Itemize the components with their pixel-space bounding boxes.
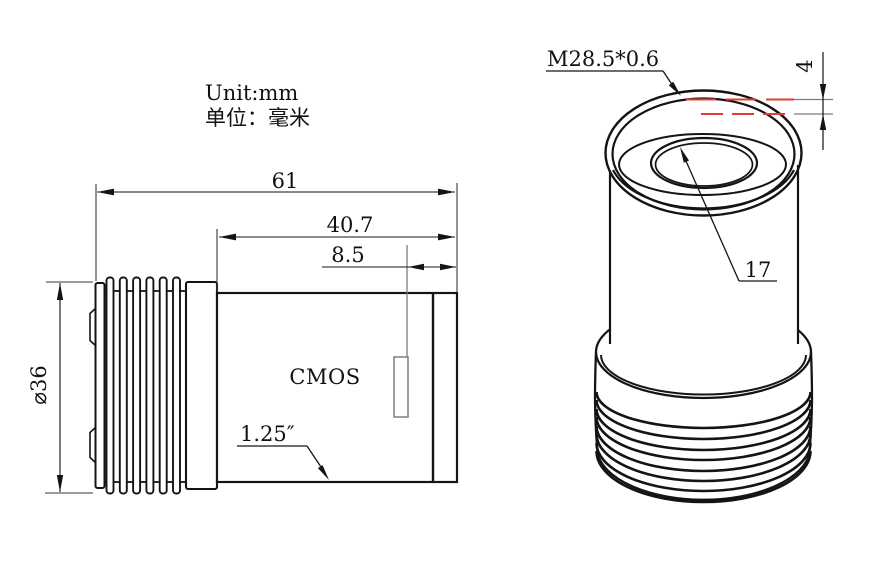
dimension-arrowhead [440, 263, 456, 271]
thread-length-value: 4 [793, 59, 817, 72]
dimension-arrowhead [97, 188, 114, 196]
dimension-arrowhead [438, 188, 455, 196]
units-note-zh: 单位：毫米 [205, 106, 310, 130]
camera-body [215, 291, 459, 484]
units-note-en: Unit:mm [205, 81, 298, 105]
dimension-back-distance: 8.5 [322, 243, 456, 271]
base-bottom-rim [595, 451, 812, 502]
back-distance-value: 8.5 [331, 243, 364, 267]
sensor-label: CMOS [289, 365, 360, 389]
dimension-arrowhead [56, 283, 64, 300]
aperture-diameter-value: 17 [745, 258, 772, 282]
units-note: Unit:mm 单位：毫米 [205, 81, 310, 130]
thread-ridge [595, 408, 812, 452]
fin [145, 276, 155, 495]
barrel-size-callout: 1.25″ [237, 422, 329, 480]
thread-ridge [595, 391, 812, 430]
base-shoulder-inner-arc [600, 354, 807, 396]
heatsink-fins [105, 276, 181, 495]
fin [132, 276, 142, 495]
body-length-value: 40.7 [327, 213, 374, 237]
dimension-arrowhead [219, 233, 236, 241]
barrel-leader-line [306, 445, 322, 468]
heatsink-collar [184, 280, 219, 491]
dimension-arrowhead [438, 233, 455, 241]
overall-length-value: 61 [272, 169, 299, 193]
thread-ridge [595, 399, 812, 441]
thread-spec-callout: M28.5*0.6 [546, 47, 681, 96]
outer-diameter-value: ⌀36 [27, 365, 51, 404]
dimension-arrowhead [819, 114, 827, 130]
thread-ridge [595, 416, 812, 462]
side-view: CMOS 1.25″ 61 40.7 [27, 169, 459, 495]
barrel-occluder [611, 176, 797, 352]
thread-ridges [595, 391, 812, 504]
aperture-leader [685, 160, 740, 282]
aperture-outer-ellipse [649, 136, 759, 190]
barrel [604, 89, 803, 344]
thread-ridge [595, 442, 812, 493]
dimension-outer-diameter: ⌀36 [27, 281, 93, 494]
dimension-arrowhead [56, 475, 64, 492]
thread-spec-label: M28.5*0.6 [547, 47, 659, 71]
dimension-body-length: 40.7 [216, 213, 455, 292]
fin [118, 276, 128, 495]
aperture-inner-ellipse [654, 142, 754, 187]
leader-arrowhead [680, 147, 689, 163]
fin [172, 276, 181, 495]
dimension-arrowhead [819, 84, 827, 100]
thread-ridge [595, 425, 812, 473]
front-view: 4 M28.5*0.6 17 [546, 47, 833, 504]
leader-arrowhead [317, 465, 329, 480]
dimension-arrowhead [408, 263, 424, 271]
fin [158, 276, 168, 495]
barrel-size-label: 1.25″ [240, 422, 295, 446]
dimension-thread-length: 4 [793, 52, 833, 150]
recess-ellipse [618, 133, 787, 196]
dimension-overall-length: 61 [95, 169, 458, 292]
rim-outer-ellipse [604, 89, 803, 217]
aperture-diameter-callout: 17 [680, 147, 777, 282]
thread-ridge [595, 450, 812, 504]
thread-ridge [595, 433, 812, 483]
leader-arrowhead [668, 81, 681, 96]
sensor-slot [393, 356, 409, 418]
rim-band-lower-arc [612, 169, 795, 210]
fin [105, 276, 115, 495]
heatsink-end-cap [94, 282, 106, 489]
